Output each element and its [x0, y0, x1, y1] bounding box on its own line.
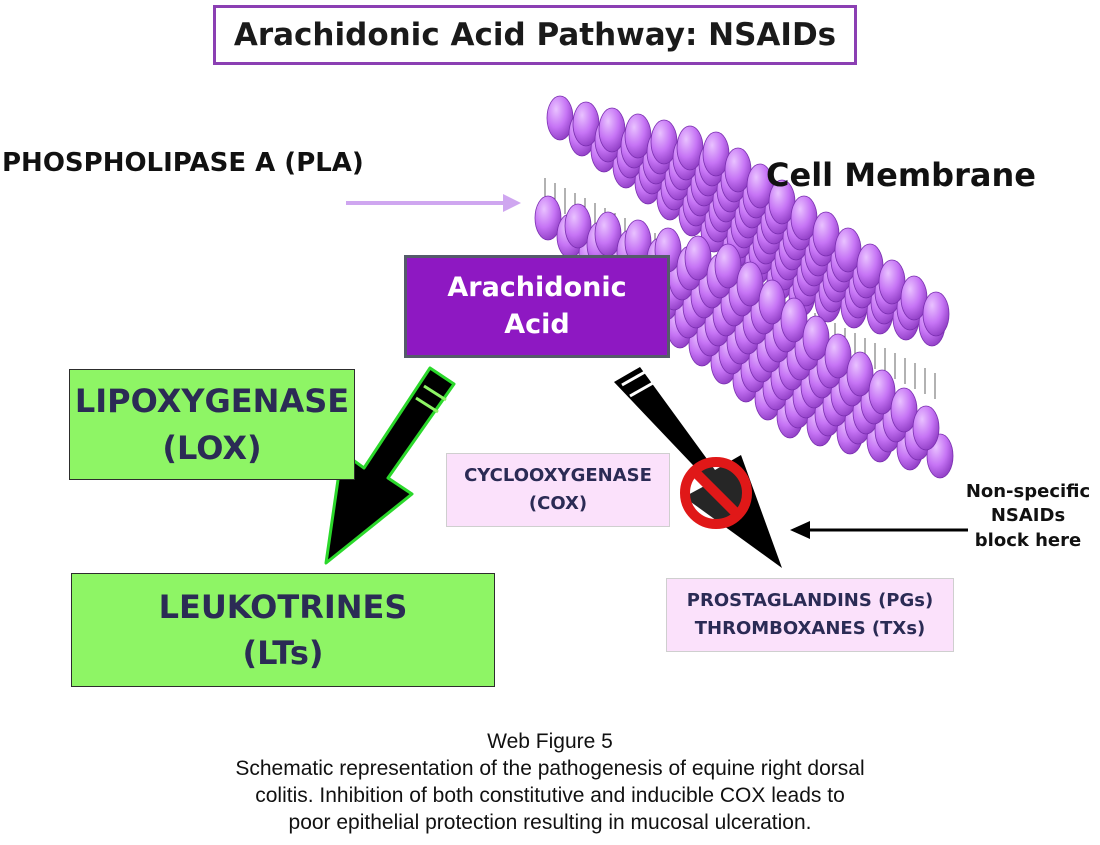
- lipid-head: [802, 315, 830, 361]
- cell-membrane-illustration: [534, 95, 954, 479]
- no-entry-icon: [680, 457, 752, 529]
- cox-line1: CYCLOOXYGENASE: [464, 465, 652, 487]
- lipoxygenase-box: LIPOXYGENASE (LOX): [69, 369, 355, 480]
- leukotrienes-box: LEUKOTRINES (LTs): [71, 573, 495, 687]
- pla-arrow-icon: [346, 194, 521, 212]
- arachidonic-acid-line2: Acid: [504, 308, 570, 340]
- caption-line2: colitis. Inhibition of both constitutive…: [255, 784, 845, 807]
- caption-line3: poor epithelial protection resulting in …: [288, 811, 812, 834]
- products-line1: PROSTAGLANDINS (PGs): [686, 590, 934, 612]
- cyclooxygenase-box: CYCLOOXYGENASE (COX): [446, 453, 670, 527]
- nsaid-note-line3: block here: [974, 529, 1082, 551]
- figure-caption: Web Figure 5 Schematic representation of…: [0, 728, 1100, 836]
- caption-line1: Schematic representation of the pathogen…: [235, 757, 865, 780]
- lipid-head: [890, 387, 918, 433]
- arachidonic-acid-box: Arachidonic Acid: [404, 255, 670, 358]
- lipid-head: [564, 203, 592, 249]
- products-line2: THROMBOXANES (TXs): [694, 618, 926, 639]
- lipid-head: [912, 405, 940, 451]
- prostaglandins-box: PROSTAGLANDINS (PGs) THROMBOXANES (TXs): [666, 578, 954, 652]
- lipid-head: [922, 291, 950, 337]
- nsaid-pointer-arrow-icon: [790, 521, 968, 539]
- leukotrienes-line2: (LTs): [242, 634, 324, 672]
- cell-membrane-label: Cell Membrane: [766, 156, 1036, 194]
- phospholipase-label: PHOSPHOLIPASE A (PLA): [2, 148, 364, 178]
- lipid-head: [780, 297, 808, 343]
- lipid-head: [534, 195, 562, 241]
- leukotrienes-line1: LEUKOTRINES: [158, 587, 408, 626]
- lipid-head: [758, 279, 786, 325]
- lipid-head: [736, 261, 764, 307]
- lipid-head: [824, 333, 852, 379]
- diagram-title: Arachidonic Acid Pathway: NSAIDs: [213, 5, 857, 65]
- lipid-head: [846, 351, 874, 397]
- nsaid-note-line1: Non-specific: [965, 481, 1091, 502]
- lox-line2: (LOX): [162, 428, 262, 467]
- arachidonic-acid-line1: Arachidonic: [447, 272, 627, 304]
- lipid-head: [868, 369, 896, 415]
- caption-heading: Web Figure 5: [487, 730, 613, 753]
- cox-line2: (COX): [528, 493, 588, 514]
- lox-pathway-arrow-icon: [324, 366, 456, 565]
- nsaid-note-line2: NSAIDs: [990, 505, 1066, 527]
- nsaid-block-note: Non-specific NSAIDs block here: [958, 480, 1098, 553]
- lipid-head: [684, 235, 712, 281]
- lipid-head: [714, 243, 742, 289]
- lox-line1: LIPOXYGENASE: [74, 382, 350, 421]
